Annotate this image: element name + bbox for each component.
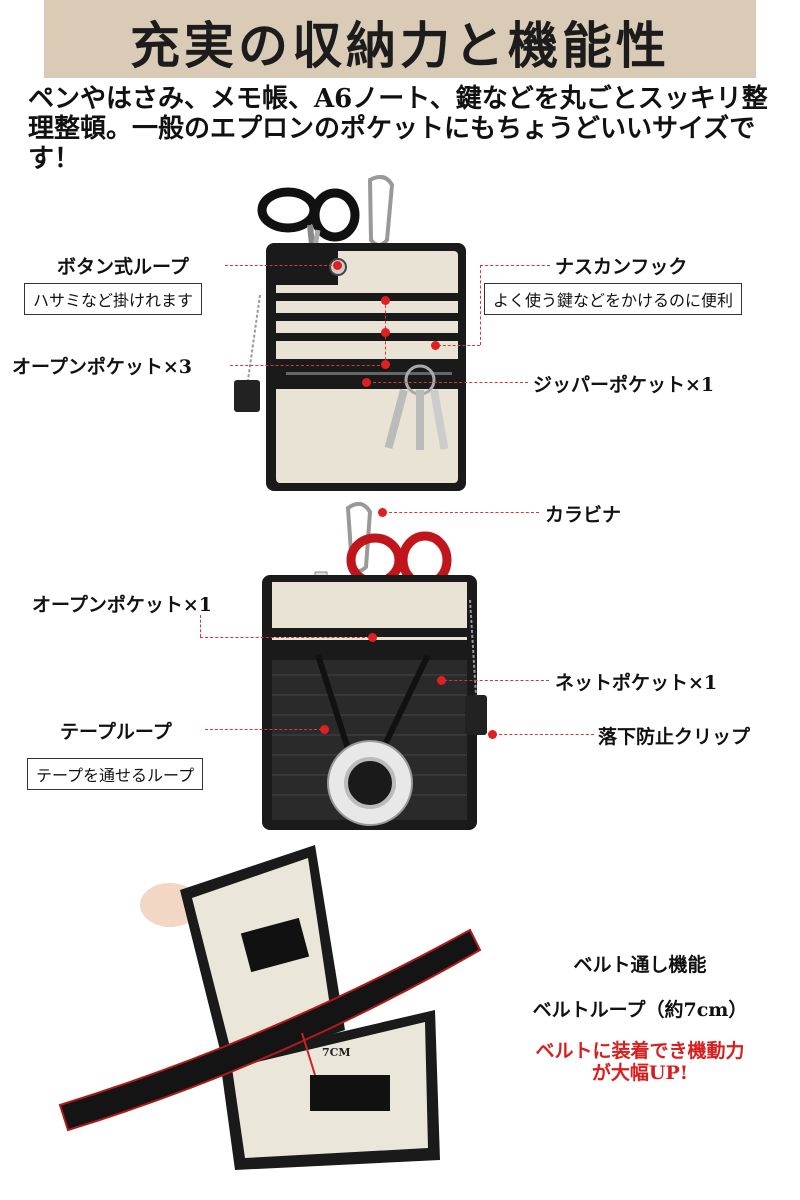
carabiner-marker xyxy=(378,508,387,517)
nascan-hook-leader-h2 xyxy=(438,345,480,346)
page-title: 充実の収納力と機能性 xyxy=(130,16,670,75)
fall-clip-marker xyxy=(488,730,497,739)
belt-pouch-image xyxy=(58,845,482,1170)
tape-roll-icon xyxy=(327,740,413,826)
keys-icon xyxy=(384,364,449,450)
net-pocket-leader xyxy=(444,680,549,681)
button-loop-label: ボタン式ループ xyxy=(57,256,189,278)
top-pouch-image xyxy=(234,175,466,491)
button-loop-leader xyxy=(225,265,337,266)
belt-highlight-line2: が大幅UP! xyxy=(591,1062,689,1084)
nascan-hook-note: よく使う鍵などをかけるのに便利 xyxy=(484,283,743,315)
nascan-hook-label: ナスカンフック xyxy=(555,256,688,278)
open-pocket-3-marker-2 xyxy=(381,328,390,337)
fall-clip-label: 落下防止クリップ xyxy=(598,726,751,748)
button-loop-marker xyxy=(333,261,342,270)
open-pocket-1-marker xyxy=(368,633,377,642)
tape-loop-leader xyxy=(205,729,322,730)
carabiner-label: カラビナ xyxy=(545,504,622,526)
zipper-pocket-label: ジッパーポケット×1 xyxy=(533,374,715,396)
intro-text: ペンやはさみ、メモ帳、A6ノート、鍵などを丸ごとスッキリ整理整頓。一般のエプロン… xyxy=(28,84,768,174)
tape-loop-note: テープを通せるループ xyxy=(27,758,204,790)
nascan-hook-leader-v xyxy=(480,265,481,345)
belt-feature-heading: ベルト通し機能 xyxy=(573,954,707,976)
middle-pouch-image xyxy=(262,501,487,830)
belt-measure-label: 7CM xyxy=(322,1046,351,1059)
open-pocket-1-leader xyxy=(200,637,370,638)
belt-loop-size: ベルトループ（約7cm） xyxy=(532,999,748,1021)
zipper-pocket-marker xyxy=(362,378,371,387)
button-loop-note: ハサミなど掛けれます xyxy=(24,283,203,315)
carabiner-icon xyxy=(367,175,395,247)
zipper-pocket-leader xyxy=(368,382,528,383)
nascan-hook-leader-h xyxy=(480,265,550,266)
open-pocket-3-label: オープンポケット×3 xyxy=(12,356,193,378)
open-pocket-3-marker-3 xyxy=(381,360,390,369)
belt-highlight-line1: ベルトに装着でき機動力 xyxy=(535,1040,745,1062)
belt-info: ベルト通し機能 ベルトループ（約7cm） ベルトに装着でき機動力 が大幅UP! xyxy=(480,950,800,1084)
carabiner-leader xyxy=(384,512,539,513)
tape-loop-label: テープループ xyxy=(60,721,172,743)
open-pocket-1-leader-v xyxy=(200,615,201,637)
open-pocket-3-marker-1 xyxy=(381,296,390,305)
tape-loop-marker xyxy=(320,725,329,734)
open-pocket-1-label: オープンポケット×1 xyxy=(32,594,213,616)
fall-clip-leader xyxy=(494,734,594,735)
nascan-hook-marker xyxy=(431,341,440,350)
title-band xyxy=(44,0,756,78)
net-pocket-marker xyxy=(437,676,446,685)
net-pocket-label: ネットポケット×1 xyxy=(555,672,718,694)
open-pocket-3-leader xyxy=(230,365,385,366)
